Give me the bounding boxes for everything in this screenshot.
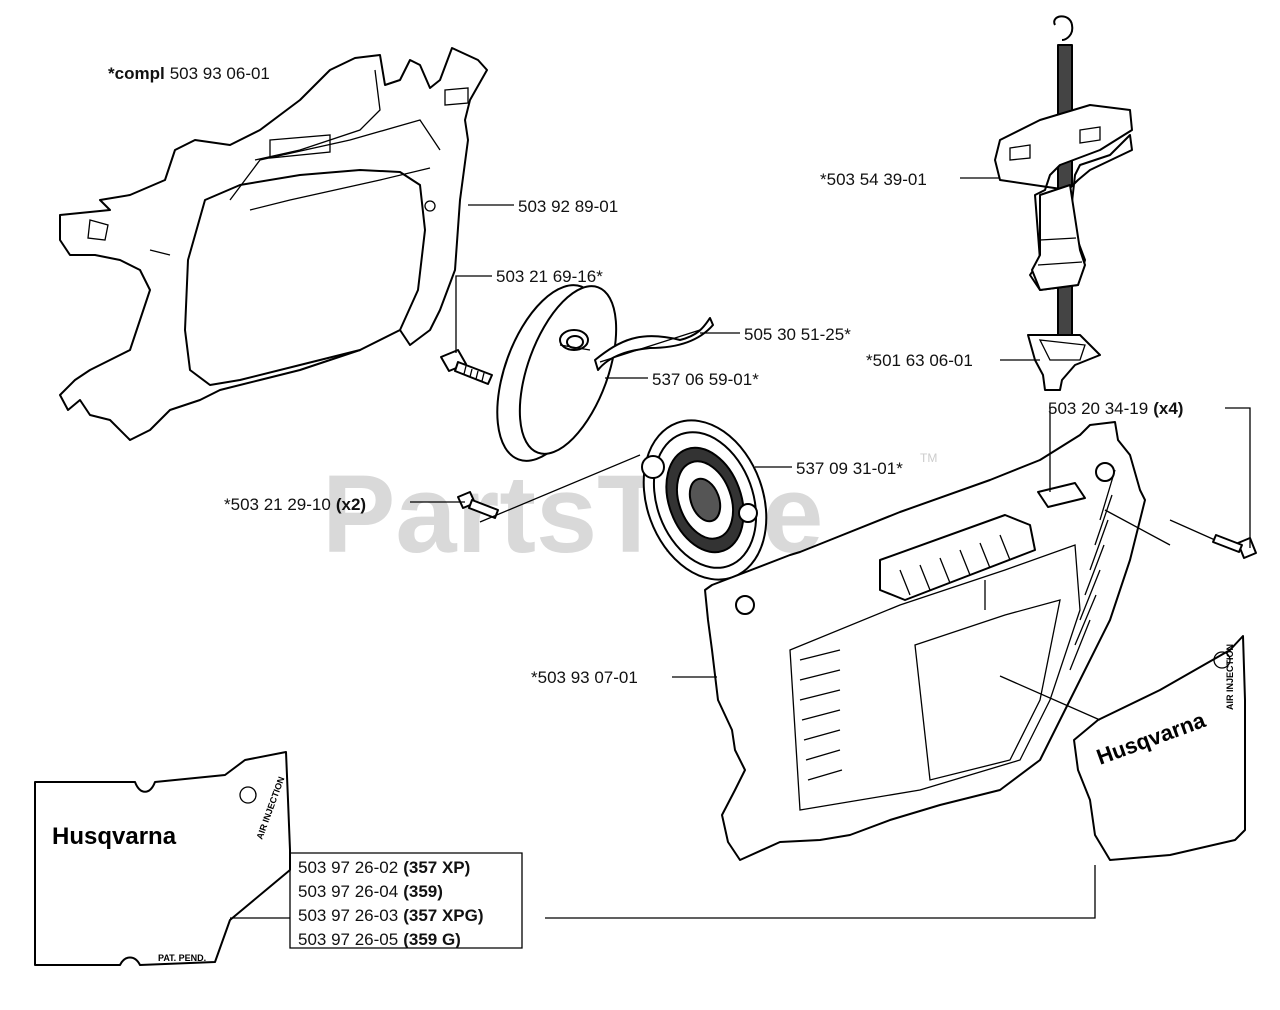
- spring-part: [641, 419, 768, 581]
- part-labels: *compl 503 93 06-01 503 92 89-01 503 21 6…: [108, 64, 1183, 949]
- screw-part-3: [1212, 534, 1257, 559]
- label-guide: *501 63 06-01: [866, 351, 973, 370]
- screw-part-1: [440, 349, 493, 385]
- decal-row-2-number: 503 97 26-04: [298, 882, 398, 901]
- label-rope: 505 30 51-25*: [744, 325, 851, 344]
- label-screws-right: 503 20 34-19 (x4): [1048, 399, 1183, 418]
- label-spring: 537 09 31-01*: [796, 459, 903, 478]
- label-screw-small-number: *503 21 29-10: [224, 495, 331, 514]
- leader-lines: [230, 177, 1251, 949]
- decal-row-3-number: 503 97 26-03: [298, 906, 398, 925]
- rope-guide-part: [1027, 334, 1101, 391]
- decal-row-2-model: (359): [403, 882, 443, 901]
- decal-row-4: 503 97 26-05 (359 G): [298, 930, 461, 949]
- fan-housing-part: [59, 47, 488, 441]
- label-starter: *503 93 07-01: [531, 668, 638, 687]
- pulley-part: [496, 284, 618, 462]
- decal-right-part: Husqvarna AIR INJECTION: [1073, 635, 1246, 861]
- label-screw-small: *503 21 29-10 (x2): [224, 495, 366, 514]
- label-pulley: 537 06 59-01*: [652, 370, 759, 389]
- decal-row-1-number: 503 97 26-02: [298, 858, 398, 877]
- decal-left-part: Husqvarna AIR INJECTION PAT. PEND.: [34, 751, 291, 966]
- label-compl: *compl 503 93 06-01: [108, 64, 270, 83]
- rope-part: [594, 317, 714, 371]
- watermark-tm: TM: [920, 451, 937, 465]
- label-screw-top: 503 21 69-16*: [496, 267, 603, 286]
- decal-left-pat: PAT. PEND.: [158, 953, 206, 963]
- decal-right-tag: AIR INJECTION: [1225, 644, 1235, 710]
- decal-row-2: 503 97 26-04 (359): [298, 882, 443, 901]
- label-screws-right-qty: (x4): [1153, 399, 1183, 418]
- screw-part-2: [457, 491, 499, 519]
- label-screws-right-number: 503 20 34-19: [1048, 399, 1148, 418]
- handle-part: [994, 15, 1133, 361]
- decal-left-brand: Husqvarna: [52, 823, 177, 850]
- decal-row-1-model: (357 XP): [403, 858, 470, 877]
- decal-row-3-model: (357 XPG): [403, 906, 483, 925]
- label-handle: *503 54 39-01: [820, 170, 927, 189]
- label-screw-small-qty: (x2): [336, 495, 366, 514]
- label-cover: 503 92 89-01: [518, 197, 618, 216]
- decal-row-3: 503 97 26-03 (357 XPG): [298, 906, 484, 925]
- decal-row-4-number: 503 97 26-05: [298, 930, 398, 949]
- decal-row-4-model: (359 G): [403, 930, 461, 949]
- label-compl-number: 503 93 06-01: [170, 64, 270, 83]
- label-compl-prefix: *compl: [108, 64, 165, 83]
- decal-row-1: 503 97 26-02 (357 XP): [298, 858, 470, 877]
- starter-cover-part: [704, 421, 1146, 861]
